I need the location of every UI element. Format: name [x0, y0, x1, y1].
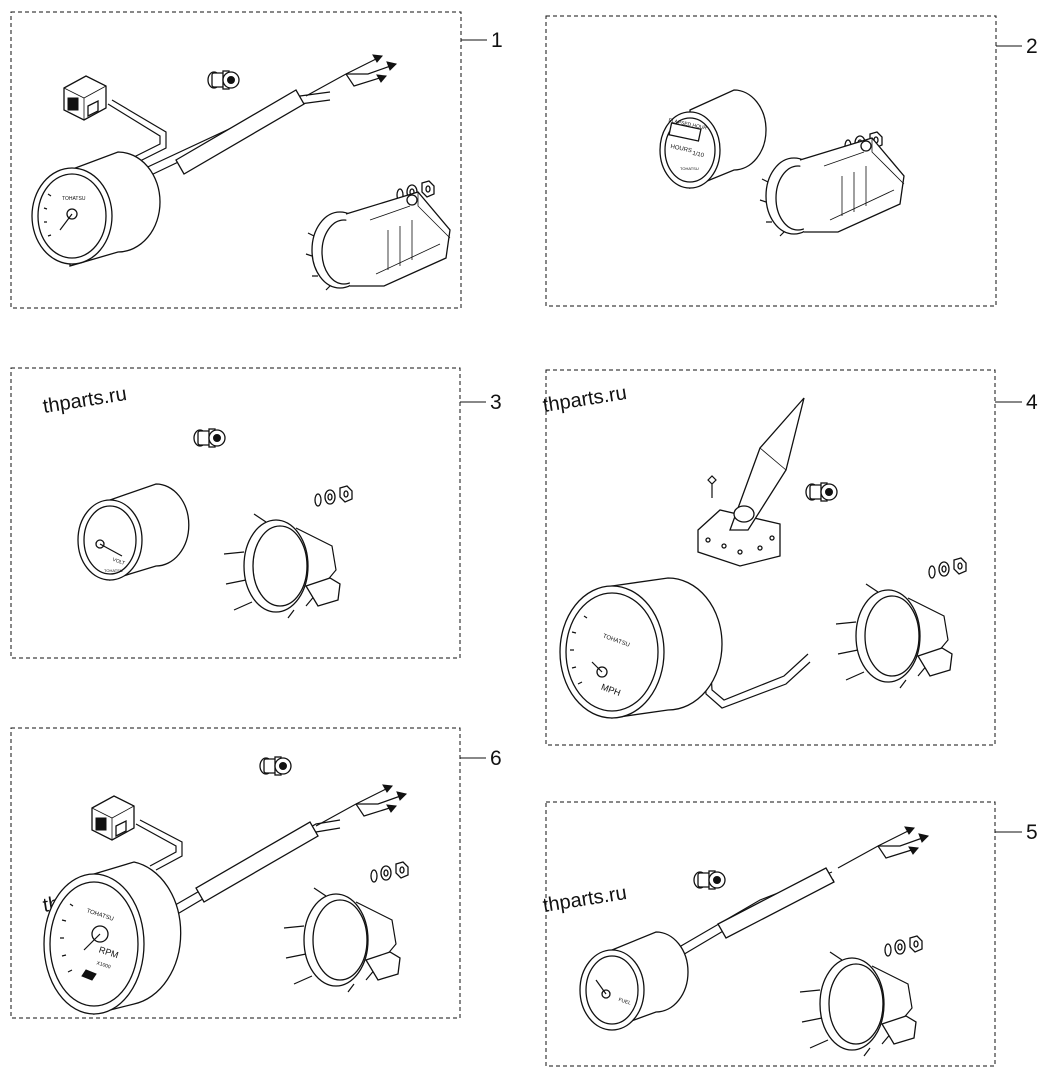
callout-2: 2: [1026, 35, 1038, 58]
pitot-bracket: [697, 509, 781, 567]
frame-1: [10, 11, 462, 309]
panel-6-parts: TOHATSU RPM X1000: [43, 756, 409, 1015]
callout-4: 4: [1026, 391, 1038, 414]
hour-meter-scale: 1/10: [692, 151, 705, 159]
panel-3-parts: VOLT TOHATSU: [77, 428, 353, 619]
panel-2-parts: ELAPSED HOUR HOURS 1/10 TOHATSU: [659, 89, 905, 237]
frame-5: [545, 801, 996, 1067]
gauge-brand-label: TOHATSU: [680, 166, 699, 171]
panel-4-parts: TOHATSU MPH: [559, 397, 967, 719]
panel-1-parts: TOHATSU: [31, 54, 451, 291]
watermark: thparts.ru: [541, 382, 628, 417]
frame-4: [545, 369, 996, 746]
gauge-brand-label: TOHATSU: [62, 196, 86, 202]
frame-2: [545, 15, 997, 307]
callout-6: 6: [490, 747, 502, 770]
panel-5-parts: FUEL: [579, 826, 929, 1057]
callout-3: 3: [490, 391, 502, 414]
voltmeter-unit: VOLT: [112, 557, 126, 567]
frame-3: [10, 367, 461, 659]
watermark: thparts.ru: [41, 383, 128, 418]
frame-6: [10, 727, 461, 1019]
gauge-brand-label: TOHATSU: [104, 568, 123, 573]
fuel-gauge-unit: FUEL: [618, 997, 632, 1007]
tachometer-scale: X1000: [96, 960, 112, 970]
watermark: thparts.ru: [541, 882, 628, 917]
callout-5: 5: [1026, 821, 1038, 844]
callout-1: 1: [491, 29, 503, 52]
hour-meter-unit: HOURS: [670, 144, 692, 154]
